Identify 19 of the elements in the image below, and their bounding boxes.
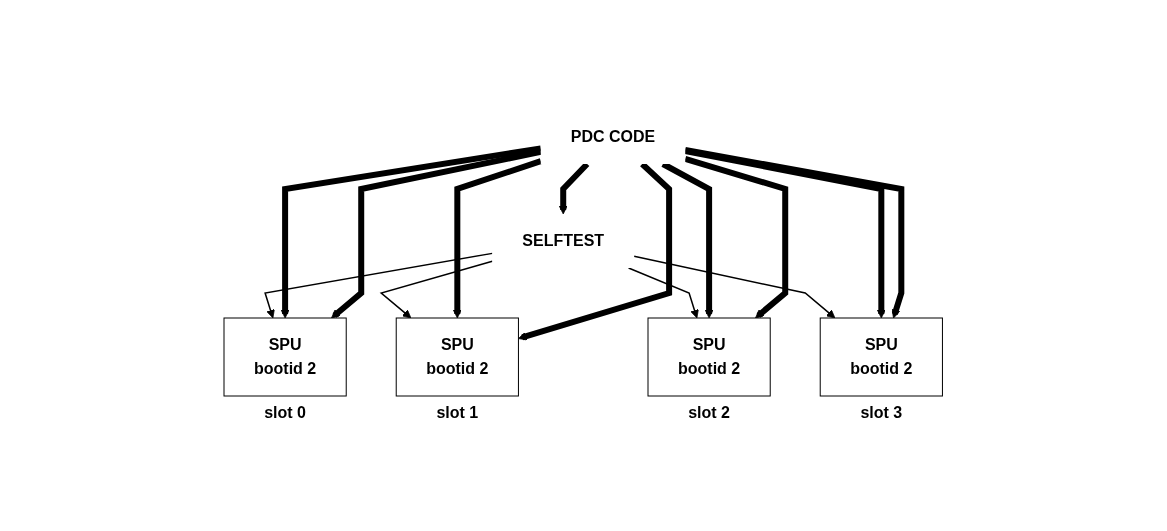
slot-label: slot 3 bbox=[860, 403, 903, 421]
arrow bbox=[633, 255, 836, 318]
arrow bbox=[628, 266, 700, 318]
arrow bbox=[281, 145, 542, 318]
arrow bbox=[453, 157, 542, 318]
node-text: SELFTEST bbox=[522, 231, 605, 249]
node-box: SPU bootid 2 bbox=[396, 317, 520, 396]
arrow bbox=[379, 260, 494, 318]
slot-label: slot 1 bbox=[436, 403, 479, 421]
node-box: SPU bootid 2 bbox=[647, 317, 771, 396]
slot-label: slot 2 bbox=[688, 403, 731, 421]
node-box: SPU bootid 2 bbox=[223, 317, 347, 396]
arrow bbox=[684, 155, 789, 318]
arrow bbox=[518, 161, 673, 340]
slot-label: slot 0 bbox=[264, 403, 307, 421]
arrow bbox=[331, 148, 542, 318]
arrow bbox=[264, 252, 494, 318]
node-box: SPU bootid 2 bbox=[820, 317, 944, 396]
arrow bbox=[559, 161, 590, 214]
